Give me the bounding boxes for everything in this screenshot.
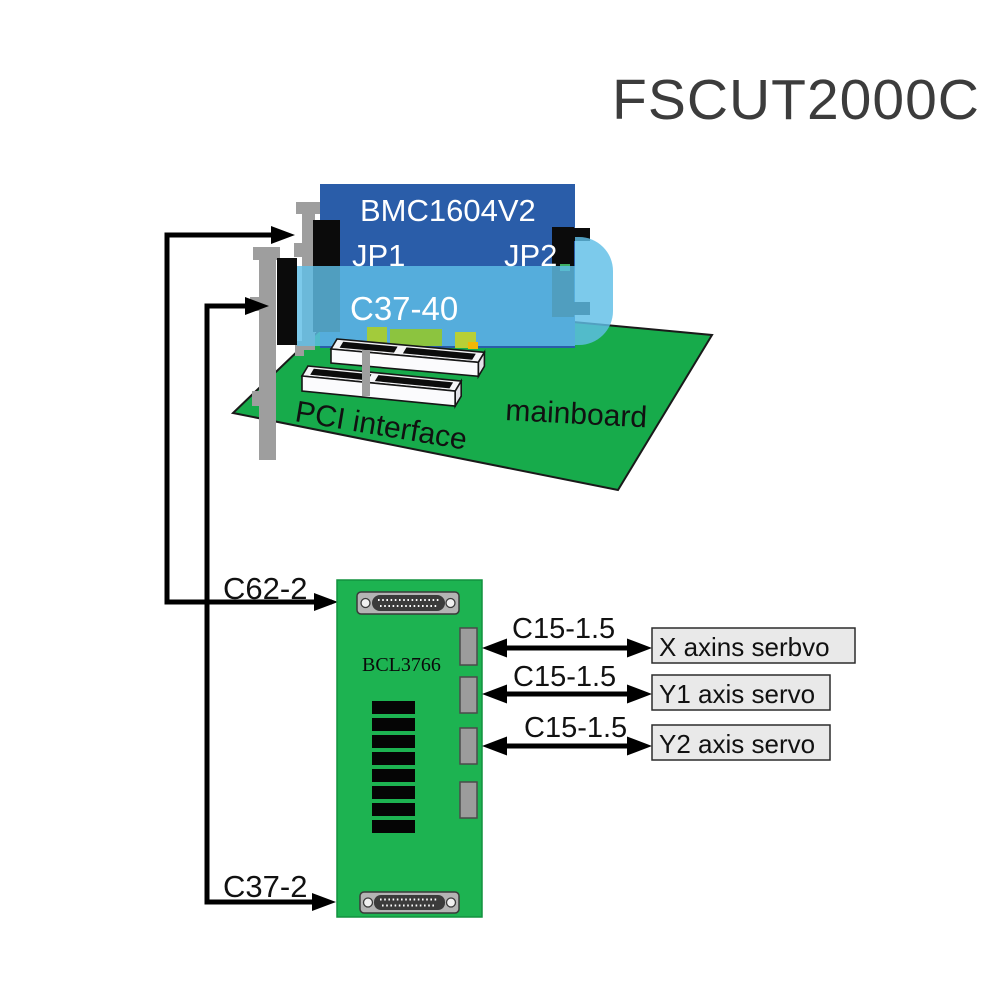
card-model-label: BMC1604V2 xyxy=(360,193,536,228)
ribbon-label: C37-40 xyxy=(350,290,458,327)
pci-slot-2 xyxy=(300,365,463,409)
c37-connector-plug xyxy=(277,258,297,345)
c37-label: C37-2 xyxy=(223,869,307,904)
dsub-connector-bottom xyxy=(359,891,460,914)
mainboard-label: mainboard xyxy=(505,394,648,434)
terminal-blocks xyxy=(372,701,415,833)
wire-c62 xyxy=(164,226,338,611)
pci-bracket-lower xyxy=(250,247,280,460)
wire-c15-y1 xyxy=(482,684,652,704)
c62-label: C62-2 xyxy=(223,571,307,606)
servo-box-y2-label: Y2 axis servo xyxy=(659,729,815,759)
dsub-connector-top xyxy=(356,591,460,615)
ribbon-cable-loop xyxy=(575,237,613,345)
bracket-tail xyxy=(362,350,370,396)
card-edge-chips xyxy=(367,327,478,349)
jp1-label: JP1 xyxy=(352,238,405,273)
servo-box-x-label: X axins serbvo xyxy=(659,632,830,662)
page-title: FSCUT2000C xyxy=(612,68,980,132)
servo-box-y1: Y1 axis servo xyxy=(651,674,831,711)
c15-label-y2: C15-1.5 xyxy=(524,712,627,744)
servo-box-y2: Y2 axis servo xyxy=(651,724,831,761)
axis-connectors xyxy=(459,627,478,819)
servo-box-x: X axins serbvo xyxy=(651,627,856,664)
c15-label-x: C15-1.5 xyxy=(512,613,615,645)
wire-c15-x xyxy=(482,638,652,658)
c15-label-y1: C15-1.5 xyxy=(513,661,616,693)
bcl-board xyxy=(336,579,483,918)
bcl-model-label: BCL3766 xyxy=(362,654,441,676)
wire-c37 xyxy=(204,297,336,911)
wire-c15-y2 xyxy=(482,736,652,756)
servo-box-y1-label: Y1 axis servo xyxy=(659,679,815,709)
jp2-label: JP2 xyxy=(504,238,557,273)
